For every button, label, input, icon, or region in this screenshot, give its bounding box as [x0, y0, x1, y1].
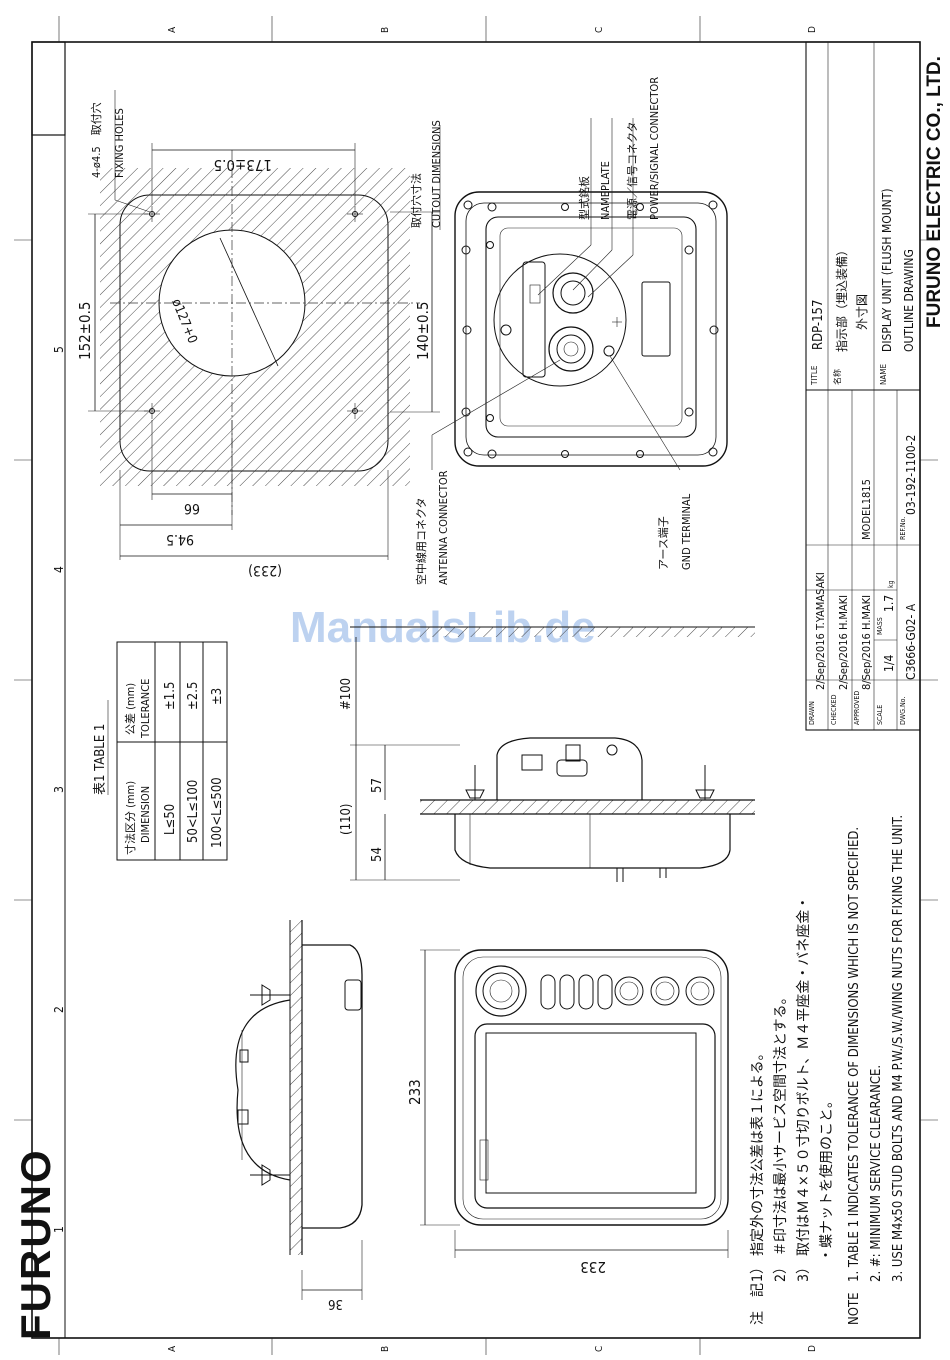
table1-row3-dim: 100<L≤500 [210, 777, 225, 848]
cutout-label-en: CUTOUT DIMENSIONS [430, 120, 443, 228]
approved-value: 8/Sep/2016 H.MAKI [860, 595, 873, 690]
power-connector-label-jp: 電源／信号コネクタ [625, 121, 639, 220]
dim-140: 140±0.5 [414, 301, 432, 360]
note-en-2: 2. #: MINIMUM SERVICE CLEARANCE. [869, 1065, 884, 1282]
grid-letter-b-bottom: B [380, 1346, 391, 1352]
grid-letters: A B C D A B C D [167, 26, 818, 1352]
table1-col1-en: DIMENSION [139, 786, 152, 843]
mass-label: MASS [876, 617, 884, 635]
grid-letter-b: B [380, 27, 391, 33]
grid-number-2: 2 [52, 1006, 66, 1013]
grid-number-1: 1 [52, 1226, 66, 1233]
name-jp-2: 外寸図 [855, 294, 869, 330]
grid-number-5: 5 [52, 346, 66, 353]
grid-number-3: 3 [52, 786, 66, 793]
cutout-view: ø127+0 173±0.5 152±0.5 140±0.5 66 94.5 [76, 90, 443, 578]
note-jp-1: 1） 指定外の寸法公差は表１による。 [750, 1046, 766, 1282]
note-en-1: 1. TABLE 1 INDICATES TOLERANCE OF DIMENS… [847, 827, 862, 1282]
rear-view: 型式銘板 NAMEPLATE 電源／信号コネクタ POWER/SIGNAL CO… [414, 77, 728, 585]
table1-row1-dim: L≤50 [163, 804, 178, 835]
grid-letter-a: A [167, 26, 178, 33]
dim-110: (110) [339, 804, 354, 835]
title-block: TITLE RDP-157 名称 指示部（埋込装備） 外寸図 NAME DISP… [805, 41, 921, 731]
side-view: #100 (110) 57 54 [339, 626, 755, 882]
table1-row2-tol: ±2.5 [186, 682, 201, 710]
side-profile-view: 36 [235, 920, 363, 1311]
ref-value: 03-192-1100-2 [904, 435, 918, 515]
dim-233-width: 233 [580, 1258, 606, 1276]
scale-label: SCALE [876, 705, 884, 725]
drawn-label: DRAWN [808, 701, 816, 725]
title-value: RDP-157 [811, 300, 826, 350]
power-connector-label-en: POWER/SIGNAL CONNECTOR [648, 77, 661, 220]
table-1: 表1 TABLE 1 寸法区分 (mm) DIMENSION 公差 (mm) T… [93, 641, 228, 861]
grid-letter-c: C [594, 27, 605, 33]
table1-col2-jp: 公差 (mm) [123, 683, 137, 735]
grid-number-4: 4 [52, 566, 66, 573]
notes-en-label: NOTE [847, 1293, 862, 1325]
grid-letter-c-bottom: C [594, 1346, 605, 1352]
nameplate-label-jp: 型式銘板 [577, 176, 591, 220]
mass-value: 1.7 [882, 595, 896, 612]
note-jp-2: 2） ＃印寸法は最小サービス空間寸法とする。 [773, 990, 789, 1282]
name-en-1: DISPLAY UNIT (FLUSH MOUNT) [880, 188, 894, 352]
grid-letter-d: D [807, 26, 818, 33]
table1-col2-en: TOLERANCE [139, 679, 152, 739]
approved-label: APPROVED [853, 691, 861, 725]
dim-173: 173±0.5 [213, 156, 272, 174]
grid-letter-d-bottom: D [807, 1345, 818, 1352]
dim-54: 54 [370, 847, 385, 862]
dim-152: 152±0.5 [76, 301, 94, 360]
dwg-label: DWG.No. [899, 697, 907, 725]
table1-row2-dim: 50<L≤100 [186, 780, 201, 843]
cutout-label-jp: 取付穴寸法 [409, 173, 423, 228]
gnd-terminal-label-en: GND TERMINAL [680, 493, 693, 570]
fixing-holes-label-jp: 4-ø4.5 取付穴 [89, 102, 103, 178]
name-jp-1: 指示部（埋込装備） [834, 244, 849, 352]
title-label: TITLE [810, 365, 819, 386]
note-jp-4: ・蝶ナットを使用のこと。 [818, 1094, 835, 1262]
grid-numbers: 1 2 3 4 5 [52, 346, 66, 1233]
table1-col1-jp: 寸法区分 (mm) [123, 781, 137, 855]
notes: 注 記 1） 指定外の寸法公差は表１による。 2） ＃印寸法は最小サービス空間寸… [749, 815, 906, 1325]
scale-value: 1/4 [882, 654, 896, 672]
name-label: NAME [879, 363, 888, 385]
fixing-holes-label-en: FIXING HOLES [113, 108, 126, 178]
grid-letter-a-bottom: A [167, 1345, 178, 1352]
table1-row3-tol: ±3 [210, 688, 225, 705]
drawn-value: 2/Sep/2016 T.YAMASAKI [814, 572, 827, 690]
nameplate-label-en: NAMEPLATE [599, 161, 612, 220]
furuno-logo: FURUNO [12, 1148, 59, 1340]
ref-label: REF.No. [899, 517, 907, 540]
dim-57: 57 [370, 778, 385, 793]
company-name: FURUNO ELECTRIC CO., LTD. [924, 56, 945, 328]
dim-100: #100 [339, 678, 354, 710]
dim-66: 66 [184, 500, 200, 516]
front-view: 233 233 [406, 949, 729, 1276]
antenna-connector-label-en: ANTENNA CONNECTOR [437, 470, 450, 585]
dim-233-height: 233 [406, 1079, 424, 1105]
mass-unit: kg [887, 580, 895, 588]
notes-jp-label: 注 記 [749, 1283, 766, 1325]
name-en-2: OUTLINE DRAWING [902, 249, 916, 352]
note-jp-3: 3） 取付はＭ４×５０寸切りボルト、Ｍ４平座金・バネ座金・ [796, 896, 812, 1282]
dim-233-ref: (233) [248, 562, 282, 578]
checked-value: 2/Sep/2016 H.MAKI [837, 595, 850, 690]
name-label-jp: 名称 [832, 369, 842, 385]
dwg-value: C3666-G02- A [904, 603, 918, 680]
gnd-terminal-label-jp: アース端子 [657, 516, 670, 570]
rear-screws [461, 200, 719, 459]
model-value: MODEL1815 [860, 479, 873, 540]
note-en-3: 3. USE M4x50 STUD BOLTS AND M4 P.W./S.W.… [891, 815, 906, 1282]
table1-title: 表1 TABLE 1 [93, 724, 108, 795]
antenna-connector-label-jp: 空中線用コネクタ [414, 497, 428, 585]
checked-label: CHECKED [830, 694, 838, 725]
dim-36: 36 [328, 1296, 343, 1311]
dim-94-5: 94.5 [166, 531, 194, 547]
fixing-hole-marks [144, 206, 363, 419]
table1-row1-tol: ±1.5 [163, 682, 178, 710]
